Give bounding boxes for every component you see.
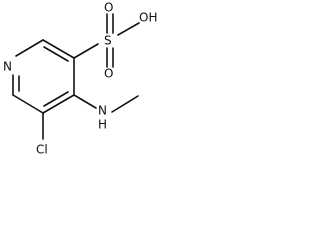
bond-c4-c5-double [43,91,69,107]
bond-s-oh [117,22,140,36]
bond-c2-c3-double [43,46,69,62]
amine-nitrogen-label: N [98,104,107,118]
chlorine-label: Cl [36,143,48,157]
bond-c5-c6 [12,94,44,114]
bond-n1-c2 [15,39,44,57]
bond-c2-c3 [42,39,75,59]
bond-c3-s [73,43,99,59]
amine-hydrogen-label: H [98,118,107,132]
ring-nitrogen-label: N [3,60,12,74]
oxygen-bottom-label: O [104,67,113,81]
bond-c4-n [73,94,97,109]
chemical-structure: N S O O OH N H Cl [3,1,157,157]
bond-c4-c5 [42,94,75,114]
sulfur-label: S [104,34,112,48]
pyridine-ring [12,39,75,114]
oxygen-top-label: O [104,1,113,15]
bond-n-methyl [111,95,139,113]
hydroxyl-label: OH [139,11,157,25]
